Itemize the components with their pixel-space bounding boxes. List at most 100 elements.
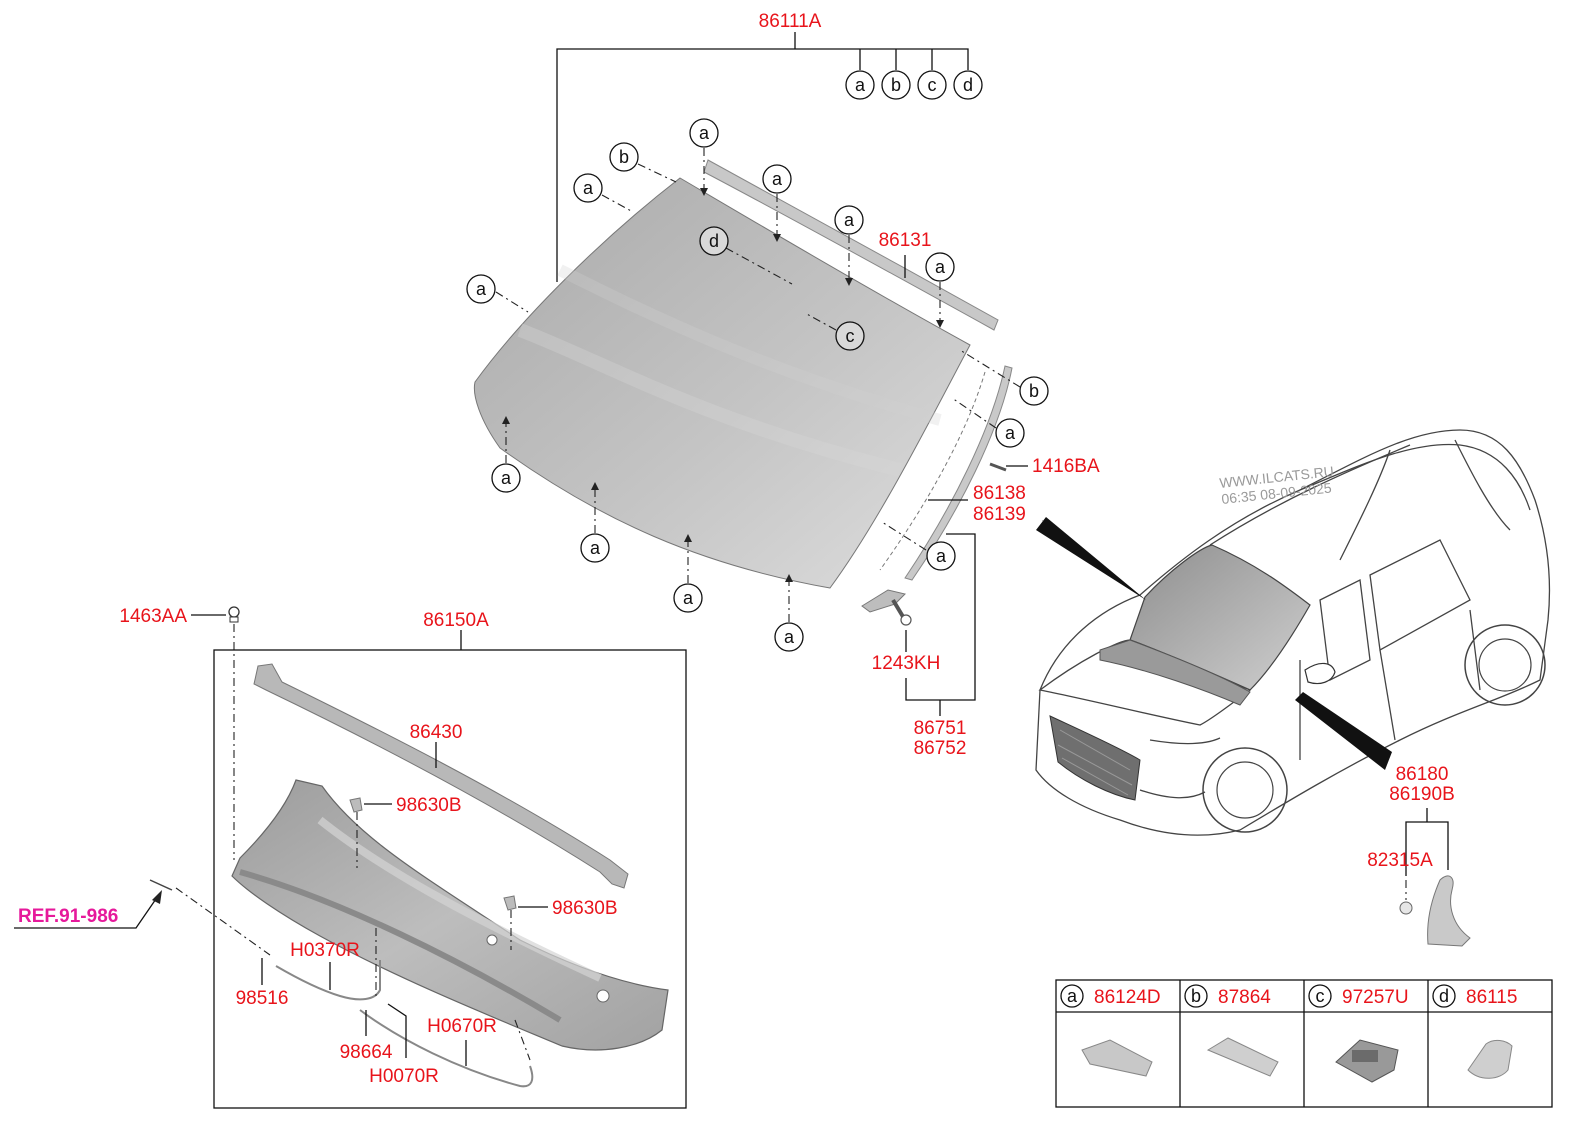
hose-connector-label: 98664 xyxy=(340,1042,393,1063)
nozzle-1-label: 98630B xyxy=(396,795,462,816)
legend-cell-a: a 86124D xyxy=(1060,984,1161,1077)
mirror-rh-label: 86190B xyxy=(1389,784,1455,805)
svg-text:a: a xyxy=(501,468,512,488)
nozzle-icon-2 xyxy=(503,895,517,911)
mirror-fastener-label: 82315A xyxy=(1367,850,1433,871)
cowl-assy-box xyxy=(213,649,687,1109)
top-molding-label: 86131 xyxy=(879,230,932,251)
svg-text:b: b xyxy=(891,75,901,95)
hose-1-label: H0370R xyxy=(290,940,360,961)
legend-part-a-icon xyxy=(1081,1039,1153,1077)
hose-3-label: H0670R xyxy=(427,1016,497,1037)
screw-label: 1243KH xyxy=(872,653,941,674)
vehicle-illustration xyxy=(1035,429,1551,836)
nozzle-2-label: 98630B xyxy=(552,898,618,919)
cowl-group: 1463AA 86150A 86430 98630B xyxy=(14,606,687,1109)
svg-text:a: a xyxy=(935,257,946,277)
leader-d: d xyxy=(699,226,793,285)
cowl-top-cover xyxy=(231,779,669,1051)
clip-label: 1416BA xyxy=(1032,456,1100,477)
leader-a-bottom3: a xyxy=(673,534,703,613)
clip-icon xyxy=(989,462,1007,472)
washer-hose xyxy=(175,887,534,1088)
cowl-assy-label: 86150A xyxy=(423,610,489,631)
windshield-assy-label: 86111A xyxy=(759,11,822,32)
svg-text:a: a xyxy=(844,210,855,230)
reference-label: REF.91-986 xyxy=(18,906,118,927)
svg-text:c: c xyxy=(928,75,937,95)
leader-a-top: a xyxy=(689,118,719,196)
pillar-bracket xyxy=(861,589,906,613)
grommet-icon xyxy=(228,606,240,623)
mirror-group: 86180 86190B 82315A xyxy=(1367,764,1471,947)
legend-part-d-icon xyxy=(1467,1039,1513,1079)
mirror-lh-label: 86180 xyxy=(1396,764,1449,785)
legend-cell-d: d 86115 xyxy=(1432,984,1517,1079)
leader-a-left: a xyxy=(466,274,529,313)
leader-a-topleft: a xyxy=(573,173,634,213)
svg-text:b: b xyxy=(1029,381,1039,401)
bracket-letter-c: c xyxy=(917,70,947,100)
leader-a-mid2: a xyxy=(834,205,864,286)
mirror-pointer xyxy=(1295,692,1392,770)
screw-icon xyxy=(891,598,912,626)
hose-4-label: H0070R xyxy=(369,1066,439,1087)
svg-text:86115: 86115 xyxy=(1466,987,1517,1008)
svg-text:a: a xyxy=(784,627,795,647)
pillar-lh-label: 86751 xyxy=(914,718,967,739)
svg-text:d: d xyxy=(963,75,973,95)
bracket-letter-a: a xyxy=(845,70,875,100)
svg-text:d: d xyxy=(709,231,719,251)
leader-a-bottom4: a xyxy=(774,574,804,652)
pillar-rh-label: 86752 xyxy=(914,738,967,759)
svg-text:a: a xyxy=(1005,423,1016,443)
svg-text:87864: 87864 xyxy=(1218,987,1271,1008)
svg-text:a: a xyxy=(772,169,783,189)
side-molding-rh-label: 86139 xyxy=(973,504,1026,525)
svg-text:c: c xyxy=(1316,986,1325,1006)
grommet-label: 1463AA xyxy=(119,606,187,627)
reference-callout xyxy=(14,879,173,929)
leader-a-side2: a xyxy=(881,521,956,571)
svg-text:a: a xyxy=(699,123,710,143)
svg-text:a: a xyxy=(476,279,487,299)
windshield-assy-bracket xyxy=(556,32,969,282)
svg-text:c: c xyxy=(846,326,855,346)
leader-b-top: b xyxy=(609,142,677,183)
leader-b-right: b xyxy=(959,349,1049,406)
legend-part-b-icon xyxy=(1206,1037,1279,1077)
top-molding xyxy=(703,159,999,331)
svg-text:b: b xyxy=(619,147,629,167)
svg-text:b: b xyxy=(1191,986,1201,1006)
svg-text:a: a xyxy=(1067,986,1078,1006)
svg-text:a: a xyxy=(855,75,866,95)
leader-a-bottom2: a xyxy=(580,482,610,563)
mirror-cover-part xyxy=(1427,875,1471,947)
svg-text:a: a xyxy=(583,178,594,198)
legend-table: a 86124D b 87864 c 97257U d 86115 xyxy=(1055,979,1553,1108)
svg-text:a: a xyxy=(683,588,694,608)
bracket-letter-b: b xyxy=(881,70,911,100)
svg-text:d: d xyxy=(1439,986,1449,1006)
svg-text:86124D: 86124D xyxy=(1094,987,1161,1008)
legend-cell-c: c 97257U xyxy=(1308,984,1409,1083)
front-wheel xyxy=(1202,747,1288,833)
leader-a-right: a xyxy=(925,252,955,328)
nozzle-icon-1 xyxy=(349,797,363,813)
hose-2-label: 98516 xyxy=(236,988,289,1009)
svg-text:97257U: 97257U xyxy=(1342,987,1409,1008)
svg-text:a: a xyxy=(590,538,601,558)
side-molding-lh-label: 86138 xyxy=(973,483,1026,504)
leader-a-bottom1: a xyxy=(491,416,521,493)
windshield-group: 86111A a b c d 86131 1243KH 1416BA xyxy=(466,11,1100,759)
leader-a-mid1: a xyxy=(762,164,792,242)
legend-cell-b: b 87864 xyxy=(1184,984,1279,1077)
side-molding xyxy=(904,365,1013,581)
cowl-seal xyxy=(253,663,629,889)
leader-c: c xyxy=(804,312,865,351)
mirror-fastener-icon xyxy=(1399,901,1413,915)
windshield-glass xyxy=(473,177,971,589)
cowl-seal-label: 86430 xyxy=(410,722,463,743)
rear-wheel xyxy=(1464,624,1546,706)
